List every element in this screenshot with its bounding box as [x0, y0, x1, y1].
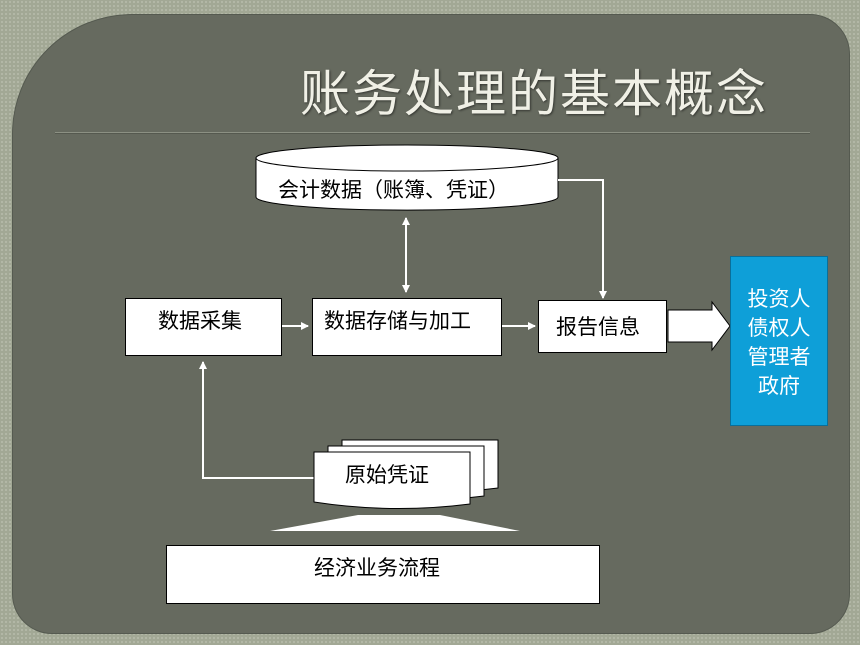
- voucher-document-stack: [313, 439, 499, 510]
- collection-box: 数据采集: [125, 298, 282, 356]
- business-label: 经济业务流程: [314, 556, 440, 580]
- storage-box: 数据存储与加工: [312, 298, 502, 356]
- slide-title: 账务处理的基本概念: [300, 65, 768, 123]
- stakeholder-creditors: 债权人: [747, 316, 811, 340]
- storage-label: 数据存储与加工: [324, 309, 471, 333]
- title-divider: [55, 132, 810, 134]
- db-report-connector: [558, 179, 607, 299]
- database-cylinder: [255, 144, 559, 211]
- stakeholder-investors: 投资人: [747, 287, 811, 311]
- database-label: 会计数据（账簿、凭证）: [278, 178, 509, 202]
- report-label: 报告信息: [556, 315, 640, 339]
- output-block-arrow: [667, 300, 731, 352]
- stakeholder-managers: 管理者: [747, 345, 811, 369]
- voucher-label: 原始凭证: [345, 463, 429, 487]
- business-box: 经济业务流程: [166, 545, 600, 604]
- voucher-collection-connector: [199, 361, 314, 479]
- stakeholder-government: 政府: [758, 374, 800, 398]
- report-box: 报告信息: [538, 300, 667, 353]
- stakeholders-box: 投资人 债权人 管理者 政府: [730, 256, 828, 426]
- collection-label: 数据采集: [158, 309, 242, 333]
- business-voucher-arrow: [270, 515, 520, 531]
